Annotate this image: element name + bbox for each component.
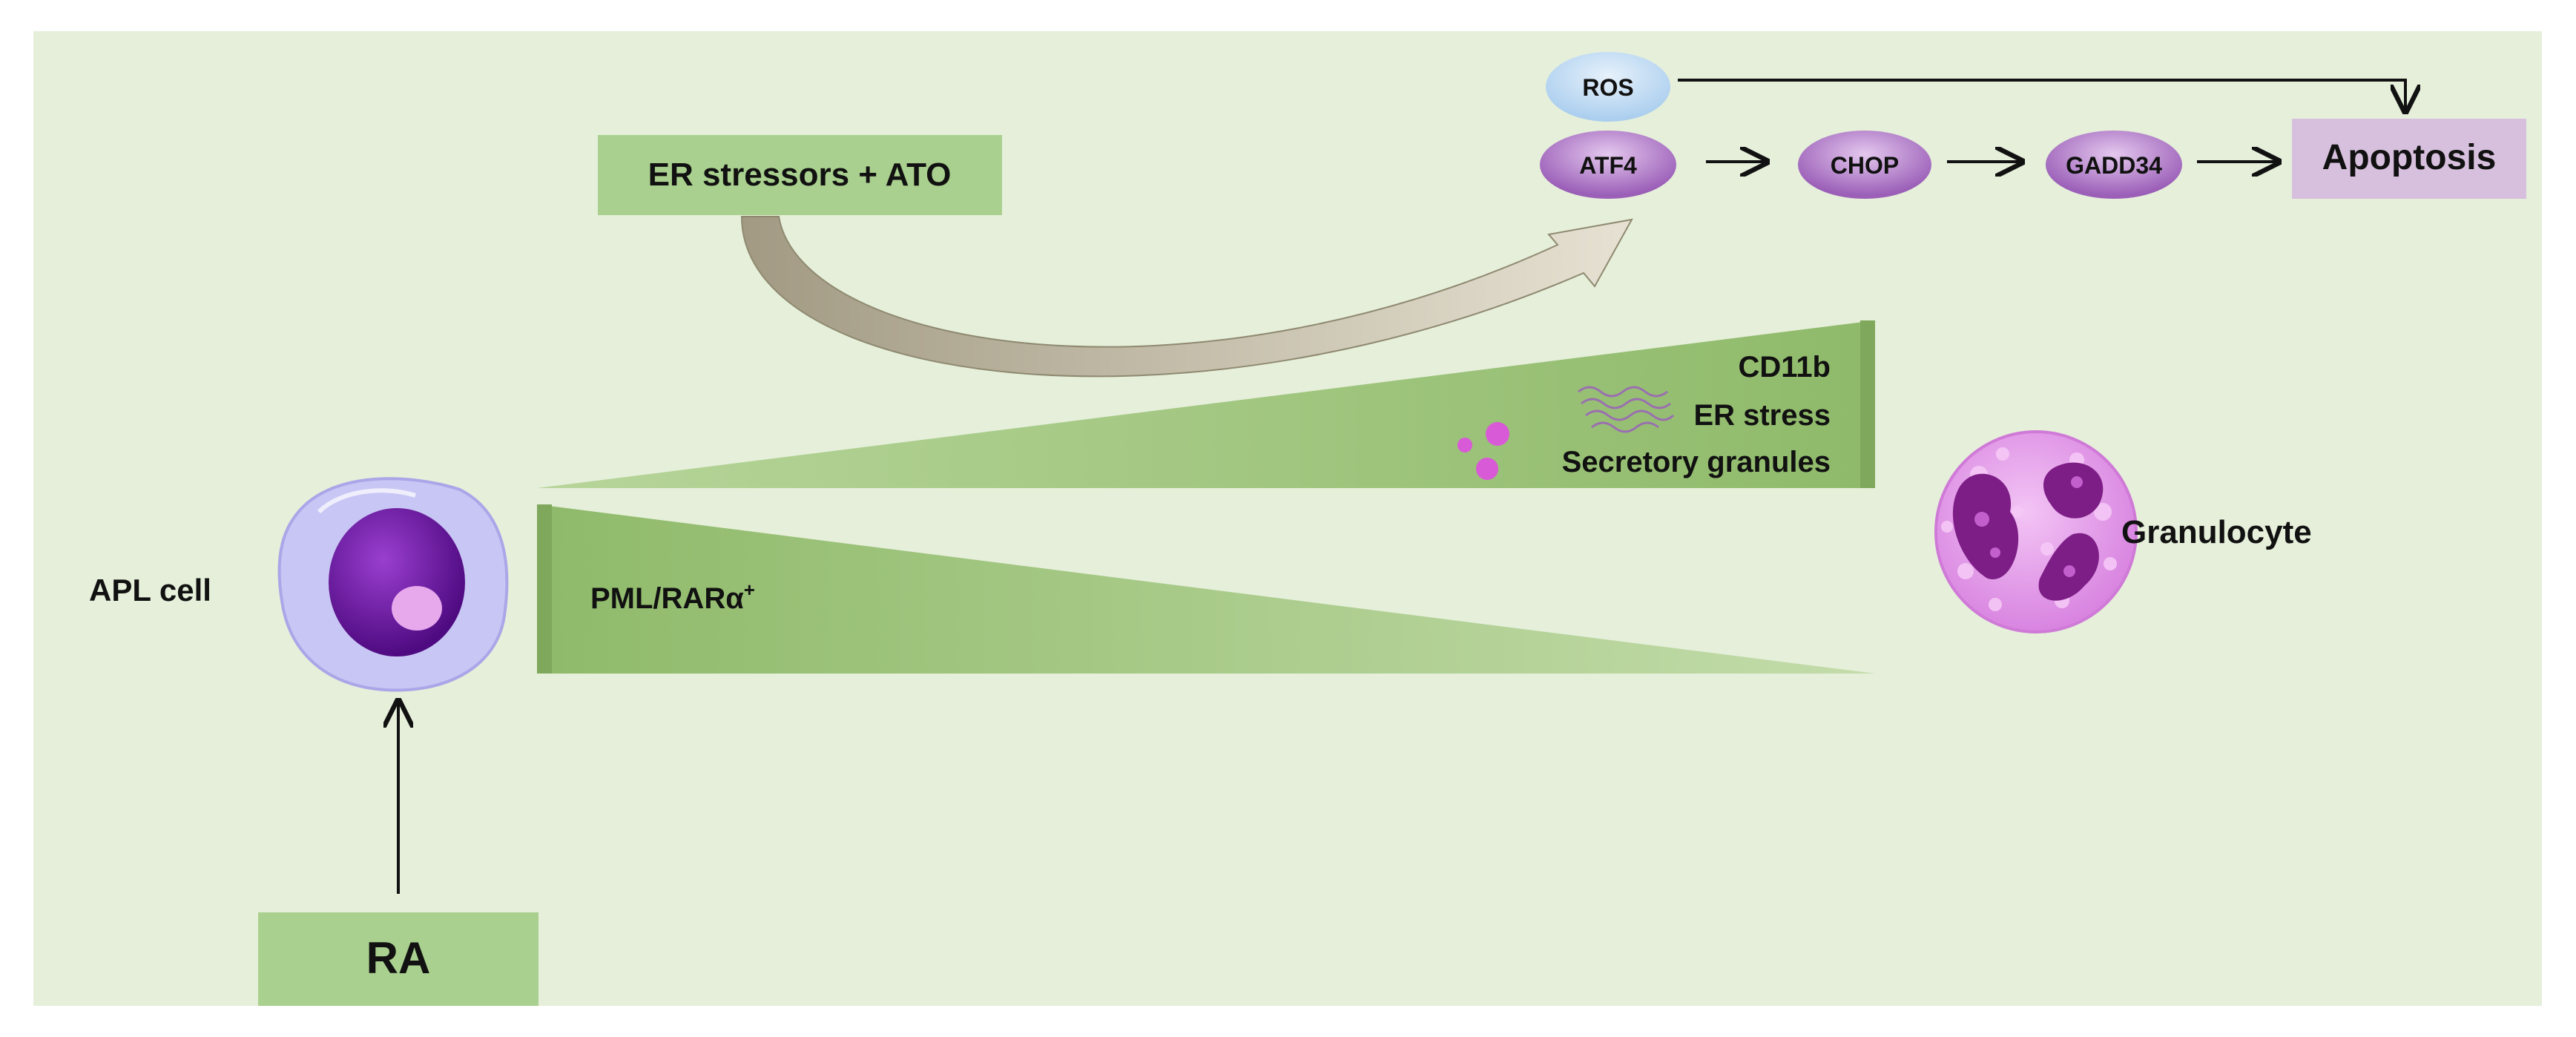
apl-cell-icon xyxy=(277,477,509,692)
increasing-wedge-edge xyxy=(1860,320,1875,488)
er-stressors-box xyxy=(598,135,1002,215)
decreasing-wedge-edge xyxy=(537,504,552,674)
endoplasmic-reticulum-icon xyxy=(1578,386,1675,433)
er-stress-label: ER stress xyxy=(1693,399,1831,432)
decreasing-wedge xyxy=(537,504,1875,674)
secretory-granules-label: Secretory granules xyxy=(1562,446,1831,478)
apoptosis-box xyxy=(2292,119,2526,199)
apoptosis-label: Apoptosis xyxy=(2322,138,2497,177)
ros-label: ROS xyxy=(1582,74,1633,101)
granulocyte-icon xyxy=(1934,430,2138,633)
gadd34-label: GADD34 xyxy=(2066,152,2162,179)
ra-box xyxy=(258,912,538,1006)
cd11b-label: CD11b xyxy=(1739,351,1831,383)
atf4-oval xyxy=(1540,131,1676,199)
ra-label: RA xyxy=(366,933,431,983)
gadd34-oval xyxy=(2046,131,2182,199)
increasing-wedge xyxy=(537,320,1875,488)
apl-cell-label: APL cell xyxy=(89,573,211,608)
pml-rar-label: PML/RARα+ xyxy=(590,579,755,615)
pml-rar-superscript: + xyxy=(744,579,755,601)
ros-oval xyxy=(1546,52,1670,122)
pml-rar-text: PML/RARα xyxy=(590,582,744,615)
curved-arrow xyxy=(740,216,1633,378)
er-stressors-label: ER stressors + ATO xyxy=(648,157,952,193)
secretory-granules-icon xyxy=(1457,422,1509,480)
atf4-label: ATF4 xyxy=(1579,152,1637,179)
granulocyte-label: Granulocyte xyxy=(2121,514,2312,550)
chop-oval xyxy=(1798,131,1931,199)
ros-to-apoptosis-arrow xyxy=(1678,79,2405,111)
chop-label: CHOP xyxy=(1831,152,1899,179)
